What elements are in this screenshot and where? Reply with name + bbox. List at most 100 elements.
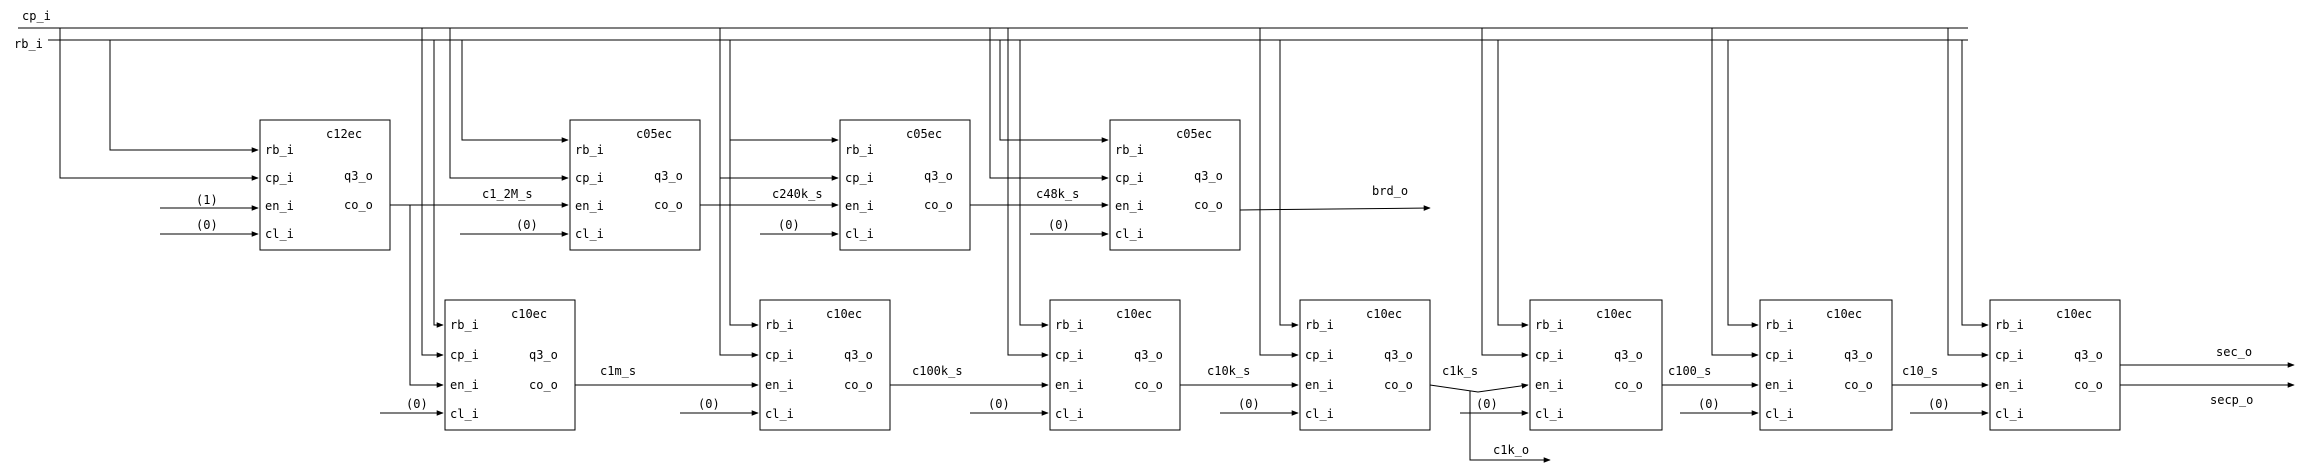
block-body bbox=[1529, 299, 1663, 431]
port-cp: cp_i bbox=[1995, 348, 2024, 362]
port-en: en_i bbox=[1765, 378, 1794, 392]
port-cp: cp_i bbox=[265, 171, 294, 185]
port-q3: q3_o bbox=[1194, 169, 1223, 183]
port-co: co_o bbox=[1614, 378, 1643, 392]
output-secp: secp_o bbox=[2210, 393, 2253, 407]
cl-constant-zero: (0) bbox=[406, 397, 428, 411]
output-brd: brd_o bbox=[1372, 184, 1408, 198]
signal-c1m: c1m_s bbox=[600, 364, 636, 378]
block-body bbox=[569, 119, 701, 251]
signal-c1k: c1k_s bbox=[1442, 364, 1478, 378]
port-co: co_o bbox=[2074, 378, 2103, 392]
port-q3: q3_o bbox=[2074, 348, 2103, 362]
port-rb: rb_i bbox=[1055, 318, 1084, 332]
cl-constant-zero: (0) bbox=[778, 218, 800, 232]
block-body bbox=[759, 299, 891, 431]
port-en: en_i bbox=[450, 378, 479, 392]
port-co: co_o bbox=[654, 198, 683, 212]
port-q3: q3_o bbox=[1384, 348, 1413, 362]
port-q3: q3_o bbox=[344, 169, 373, 183]
port-cp: cp_i bbox=[765, 348, 794, 362]
cl-constant-zero: (0) bbox=[698, 397, 720, 411]
port-co: co_o bbox=[1134, 378, 1163, 392]
block-c10ec-6: c10ec rb_i cp_i en_i cl_i q3_o co_o bbox=[1759, 299, 1893, 431]
port-cl: cl_i bbox=[1765, 407, 1794, 421]
block-body bbox=[259, 119, 391, 251]
block-title: c12ec bbox=[326, 127, 362, 141]
port-cl: cl_i bbox=[765, 407, 794, 421]
signal-c10: c10_s bbox=[1902, 364, 1938, 378]
cp-input-label: cp_i bbox=[22, 9, 51, 23]
port-co: co_o bbox=[344, 198, 373, 212]
block-title: c10ec bbox=[1826, 307, 1862, 321]
cl-constant-zero: (0) bbox=[1238, 397, 1260, 411]
block-c10ec-1: c10ec rb_i cp_i en_i cl_i q3_o co_o bbox=[444, 299, 576, 431]
port-cl: cl_i bbox=[1535, 407, 1564, 421]
signal-c100: c100_s bbox=[1668, 364, 1711, 378]
port-cl: cl_i bbox=[1055, 407, 1084, 421]
block-c10ec-4: c10ec rb_i cp_i en_i cl_i q3_o co_o bbox=[1299, 299, 1431, 431]
port-rb: rb_i bbox=[845, 143, 874, 157]
port-en: en_i bbox=[1115, 199, 1144, 213]
block-body bbox=[1299, 299, 1431, 431]
port-q3: q3_o bbox=[654, 169, 683, 183]
port-q3: q3_o bbox=[924, 169, 953, 183]
port-rb: rb_i bbox=[575, 143, 604, 157]
port-q3: q3_o bbox=[1614, 348, 1643, 362]
port-en: en_i bbox=[1305, 378, 1334, 392]
port-rb: rb_i bbox=[1535, 318, 1564, 332]
port-co: co_o bbox=[844, 378, 873, 392]
block-body bbox=[1049, 299, 1181, 431]
cl-constant-zero: (0) bbox=[516, 218, 538, 232]
block-c10ec-2: c10ec rb_i cp_i en_i cl_i q3_o co_o bbox=[759, 299, 891, 431]
output-c1k: c1k_o bbox=[1493, 443, 1529, 457]
port-cp: cp_i bbox=[1535, 348, 1564, 362]
port-cl: cl_i bbox=[845, 227, 874, 241]
block-body bbox=[444, 299, 576, 431]
port-cp: cp_i bbox=[1765, 348, 1794, 362]
cl-constant-zero: (0) bbox=[196, 218, 218, 232]
port-en: en_i bbox=[1055, 378, 1084, 392]
en-constant-one: (1) bbox=[196, 193, 218, 207]
port-q3: q3_o bbox=[1134, 348, 1163, 362]
port-en: en_i bbox=[845, 199, 874, 213]
cl-constant-zero: (0) bbox=[1048, 218, 1070, 232]
block-title: c10ec bbox=[1366, 307, 1402, 321]
block-body bbox=[1109, 119, 1241, 251]
cl-constant-zero: (0) bbox=[1928, 397, 1950, 411]
block-title: c10ec bbox=[1116, 307, 1152, 321]
signal-c48k: c48k_s bbox=[1036, 187, 1079, 201]
block-c05ec-2: c05ec rb_i cp_i en_i cl_i q3_o co_o bbox=[839, 119, 971, 251]
port-en: en_i bbox=[575, 199, 604, 213]
signal-c100k: c100k_s bbox=[912, 364, 963, 378]
block-body bbox=[1989, 299, 2121, 431]
block-c12ec: c12ec rb_i cp_i en_i cl_i q3_o co_o bbox=[259, 119, 391, 251]
port-cl: cl_i bbox=[1115, 227, 1144, 241]
block-c10ec-7: c10ec rb_i cp_i en_i cl_i q3_o co_o bbox=[1989, 299, 2121, 431]
port-cl: cl_i bbox=[450, 407, 479, 421]
port-rb: rb_i bbox=[450, 318, 479, 332]
block-c05ec-3: c05ec rb_i cp_i en_i cl_i q3_o co_o bbox=[1109, 119, 1241, 251]
block-c10ec-5: c10ec rb_i cp_i en_i cl_i q3_o co_o bbox=[1529, 299, 1663, 431]
bus-taps bbox=[59, 28, 1989, 358]
port-q3: q3_o bbox=[844, 348, 873, 362]
output-sec: sec_o bbox=[2216, 345, 2252, 359]
signal-c1-2M: c1_2M_s bbox=[482, 187, 533, 201]
port-co: co_o bbox=[1194, 198, 1223, 212]
cl-constant-zero: (0) bbox=[1476, 397, 1498, 411]
port-cp: cp_i bbox=[1115, 171, 1144, 185]
block-c10ec-3: c10ec rb_i cp_i en_i cl_i q3_o co_o bbox=[1049, 299, 1181, 431]
chain-wires: c1_2M_s c240k_s c48k_s brd_o c1m_s c100k… bbox=[390, 184, 2295, 463]
port-rb: rb_i bbox=[265, 143, 294, 157]
port-rb: rb_i bbox=[1765, 318, 1794, 332]
port-cl: cl_i bbox=[1995, 407, 2024, 421]
port-cp: cp_i bbox=[1305, 348, 1334, 362]
port-en: en_i bbox=[265, 199, 294, 213]
block-c05ec-1: c05ec rb_i cp_i en_i cl_i q3_o co_o bbox=[569, 119, 701, 251]
port-rb: rb_i bbox=[765, 318, 794, 332]
constant-inputs: (1) (0) (0) (0) (0) (0) (0) (0) (0) (0) … bbox=[160, 193, 1989, 416]
port-en: en_i bbox=[1995, 378, 2024, 392]
cl-constant-zero: (0) bbox=[1698, 397, 1720, 411]
block-title: c10ec bbox=[1596, 307, 1632, 321]
